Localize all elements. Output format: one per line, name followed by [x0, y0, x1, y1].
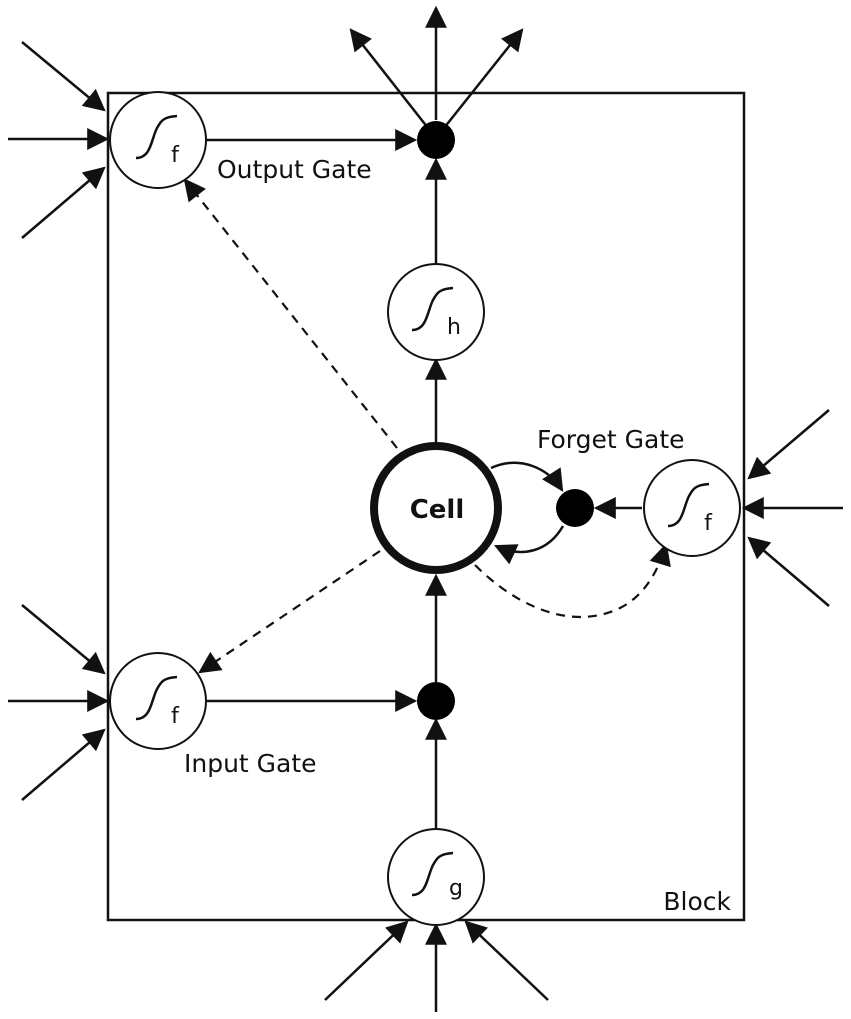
block-output-arrow	[349, 28, 429, 129]
input-gate-function: f	[171, 704, 180, 729]
cell-to-forget-mult	[490, 461, 564, 492]
sigmoid-icon	[411, 286, 454, 332]
sigmoid-icon	[135, 114, 178, 160]
cell-input-squash-unit: g	[387, 828, 485, 926]
forget-gate-unit: f	[643, 459, 741, 557]
sigmoid-icon	[411, 851, 454, 897]
cell-output-function: h	[447, 315, 461, 340]
input-gate-label: Input Gate	[184, 749, 317, 778]
cell-input-arrow	[324, 920, 409, 1001]
input-gate-input-arrow	[21, 728, 106, 801]
sigmoid-icon	[667, 482, 710, 528]
cell-label: Cell	[410, 495, 465, 525]
forget-gate-function: f	[704, 511, 713, 536]
input-gate-input-arrow	[21, 604, 106, 675]
output-gate-input-arrow	[21, 41, 106, 112]
output-gate-input-arrow	[21, 166, 106, 239]
peephole-output-gate	[183, 178, 398, 449]
forget-gate-input-arrow	[747, 409, 830, 480]
output-gate-label: Output Gate	[217, 155, 372, 184]
input-gate-unit: f	[109, 652, 207, 750]
block-output-arrow	[443, 28, 524, 129]
sigmoid-icon	[135, 675, 178, 721]
forget-mult-to-cell	[494, 525, 565, 565]
input-multiplication-node	[417, 682, 455, 720]
output-multiplication-node	[417, 121, 455, 159]
forget-gate-label: Forget Gate	[537, 425, 685, 454]
cell-node	[370, 442, 502, 574]
output-gate-function: f	[171, 143, 180, 168]
peephole-input-gate	[198, 550, 381, 674]
peephole-forget-gate	[474, 542, 671, 619]
output-gate-unit: f	[109, 91, 207, 189]
cell-input-arrow	[464, 920, 549, 1001]
cell-input-function: g	[449, 876, 463, 901]
block-label: Block	[663, 887, 731, 916]
cell-output-squash-unit: h	[387, 263, 485, 361]
forget-gate-input-arrow	[747, 536, 830, 607]
forget-multiplication-node	[556, 489, 594, 527]
